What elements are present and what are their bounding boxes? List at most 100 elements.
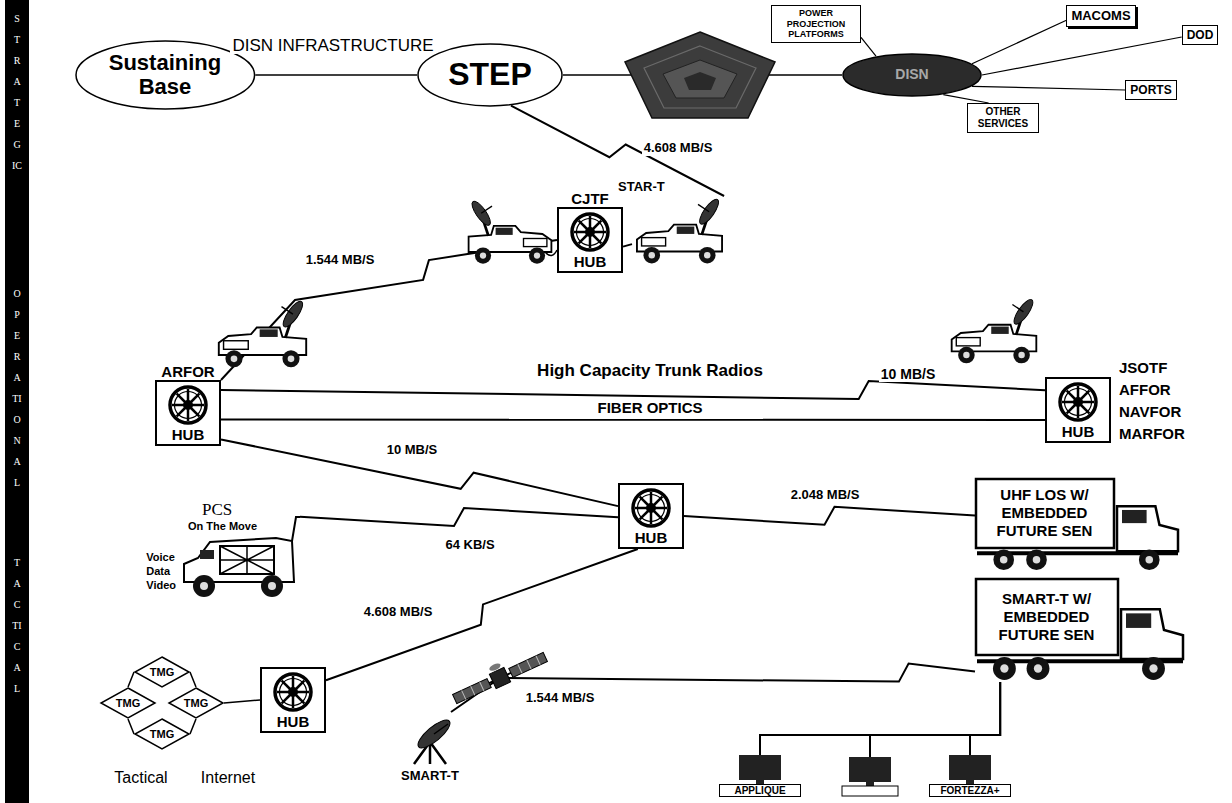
link-line <box>972 86 1125 90</box>
shelter-box <box>220 546 274 574</box>
link-line <box>128 672 134 687</box>
wheel <box>1139 549 1160 570</box>
link-line <box>943 95 988 103</box>
vehicle-label: SMART-T W/ EMBEDDED FUTURE SEN <box>982 590 1111 644</box>
wheel-cap <box>1000 556 1008 564</box>
humvee-body <box>184 538 294 582</box>
wheel-cap <box>1149 664 1157 672</box>
ellipse-shape <box>843 54 981 96</box>
link-line <box>861 37 876 56</box>
diamond-node: TMG <box>134 718 190 750</box>
box-label: OTHER SERVICES <box>972 106 1034 130</box>
wheel-hub <box>646 503 656 513</box>
diamond-shape <box>135 657 189 687</box>
hub-node: HUB <box>260 667 326 733</box>
wheel-rim <box>633 490 669 526</box>
pentagon-inner <box>663 60 737 98</box>
diamond-node: TMG <box>100 687 156 719</box>
hub-label: HUB <box>157 426 219 443</box>
rect-node: PORTS <box>1125 80 1176 100</box>
pentagon-outer <box>625 32 775 118</box>
free-label: Internet <box>199 768 257 787</box>
truck-cab <box>1117 506 1178 551</box>
link-line <box>623 244 632 247</box>
wheel-hub <box>183 400 193 410</box>
cargo-node: UHF LOS W/ EMBEDDED FUTURE SEN <box>975 478 1180 572</box>
tier-label: TACTICAL <box>12 552 22 699</box>
diamond-shape <box>101 688 155 718</box>
dish-antenna <box>400 712 460 766</box>
box-label: POWER PROJECTION PLATFORMS <box>776 8 856 40</box>
workstation-label: FORTEZZA+ <box>929 784 1011 797</box>
link-line <box>221 439 618 506</box>
terminal-label: SMART-T <box>380 768 480 783</box>
monitor <box>739 755 781 780</box>
link-label: 1.544 MB/S <box>304 252 377 268</box>
link-line <box>684 507 975 525</box>
link-line <box>255 74 417 76</box>
keyboard <box>842 786 898 796</box>
hub-wheel <box>629 486 673 530</box>
wheel <box>1027 657 1050 680</box>
computer-node: APPLIQUE <box>719 755 801 797</box>
free-label: Tactical <box>112 768 169 787</box>
link-line <box>221 240 557 380</box>
monitor <box>949 755 991 780</box>
link-label: DISN INFRASTRUCTURE <box>230 38 435 54</box>
hub-heading: ARFOR <box>127 363 249 380</box>
hub-wheel <box>271 670 315 714</box>
diamond-node: TMG <box>134 656 190 688</box>
link-label: 4.608 MB/S <box>362 604 435 620</box>
wheel-rim <box>1060 384 1096 420</box>
wheel-rim <box>572 214 608 250</box>
ellipse-label: STEP <box>448 57 532 92</box>
cargo-node: SMART-T W/ EMBEDDED FUTURE SEN <box>975 578 1185 682</box>
terminal-label: STAR-T <box>618 179 665 195</box>
hub-node: JSOTF AFFOR NAVFOR MARFORHUB <box>1045 377 1111 443</box>
cable <box>545 250 557 256</box>
router-label: TMG <box>134 665 190 679</box>
wheel <box>193 575 215 597</box>
rect-node: DOD <box>1182 25 1219 45</box>
ellipse-shape <box>418 44 562 106</box>
wheel-hub <box>288 687 298 697</box>
satellite-truck <box>632 196 727 270</box>
link-label: 10 MB/S <box>879 366 937 382</box>
box-label: PORTS <box>1130 83 1171 97</box>
link-line <box>221 381 1045 399</box>
box-label: DOD <box>1187 28 1214 42</box>
dish-reflector <box>414 716 454 752</box>
link-line <box>511 106 724 196</box>
rect-node: OTHER SERVICES <box>967 103 1039 133</box>
link-label: FIBER OPTICS <box>595 400 704 416</box>
hub-wheel <box>1056 380 1100 424</box>
link-line <box>970 682 1000 755</box>
hub-wheel <box>166 383 210 427</box>
wheel-rim <box>275 674 311 710</box>
link-line <box>224 700 260 703</box>
network-drop <box>869 735 871 757</box>
cargo-box <box>976 479 1114 548</box>
cab-window <box>1126 613 1151 628</box>
ellipse-node: Sustaining Base <box>75 40 256 110</box>
satellite-truck <box>952 297 1037 363</box>
pentagon-building <box>625 32 775 118</box>
truck-node: STAR-T <box>632 196 727 270</box>
link-label: 64 KB/S <box>443 537 496 553</box>
wheel-rim <box>170 387 206 423</box>
hub-label: HUB <box>262 713 324 730</box>
wheel <box>261 575 283 597</box>
link-line <box>982 37 1182 75</box>
humvee <box>180 500 300 598</box>
tier-label: STRATEGIC <box>12 8 22 176</box>
link-line <box>190 672 196 687</box>
workstation-label: APPLIQUE <box>719 784 801 797</box>
satellite-truck <box>219 299 306 368</box>
wheel-cap <box>1145 556 1153 564</box>
free-label: High Capacity Trunk Radios <box>535 361 765 380</box>
hub-wheel <box>568 210 612 254</box>
wheel-cap <box>200 582 208 590</box>
wheel <box>1026 549 1047 570</box>
truck-cab <box>1121 609 1183 659</box>
satellite-truck <box>469 199 552 264</box>
